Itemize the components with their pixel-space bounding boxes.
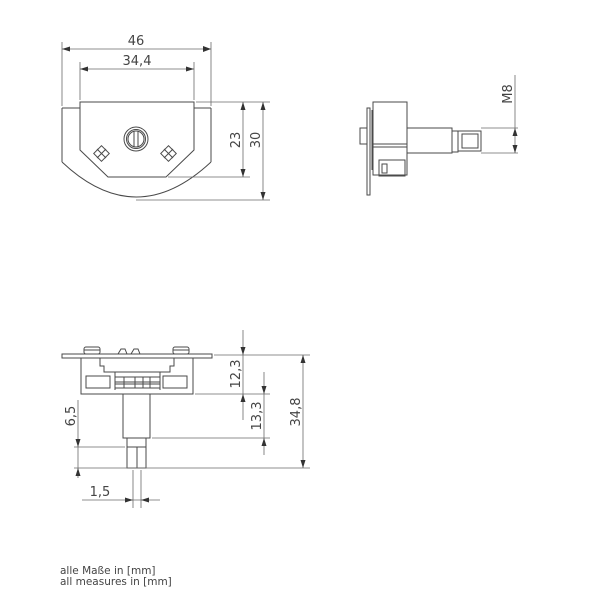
- dim-body-height: 12,3: [229, 360, 244, 389]
- dim-shaft-length: 13,3: [250, 402, 265, 431]
- front-view: 46 34,4 23 30: [61, 34, 270, 201]
- note-units-de: alle Maße in [mm]: [60, 565, 156, 577]
- terminal-right-icon: [160, 145, 177, 162]
- dim-overall-width: 46: [128, 34, 145, 49]
- side-view: M8: [359, 75, 518, 196]
- dim-plate-width: 34,4: [123, 54, 152, 69]
- bottom-view: 12,3 13,3 34,8 6,5 1,5: [61, 330, 310, 508]
- terminal-left-icon: [93, 145, 110, 162]
- dim-tip-length: 6,5: [64, 406, 79, 427]
- screw-outer-icon: [123, 126, 149, 152]
- dim-plate-height: 23: [229, 132, 244, 149]
- dim-slot-width: 1,5: [90, 485, 111, 500]
- note-units-en: all measures in [mm]: [60, 576, 172, 588]
- dim-thread: M8: [501, 84, 516, 104]
- dim-total-length: 34,8: [289, 398, 304, 427]
- dim-overall-height: 30: [249, 132, 264, 149]
